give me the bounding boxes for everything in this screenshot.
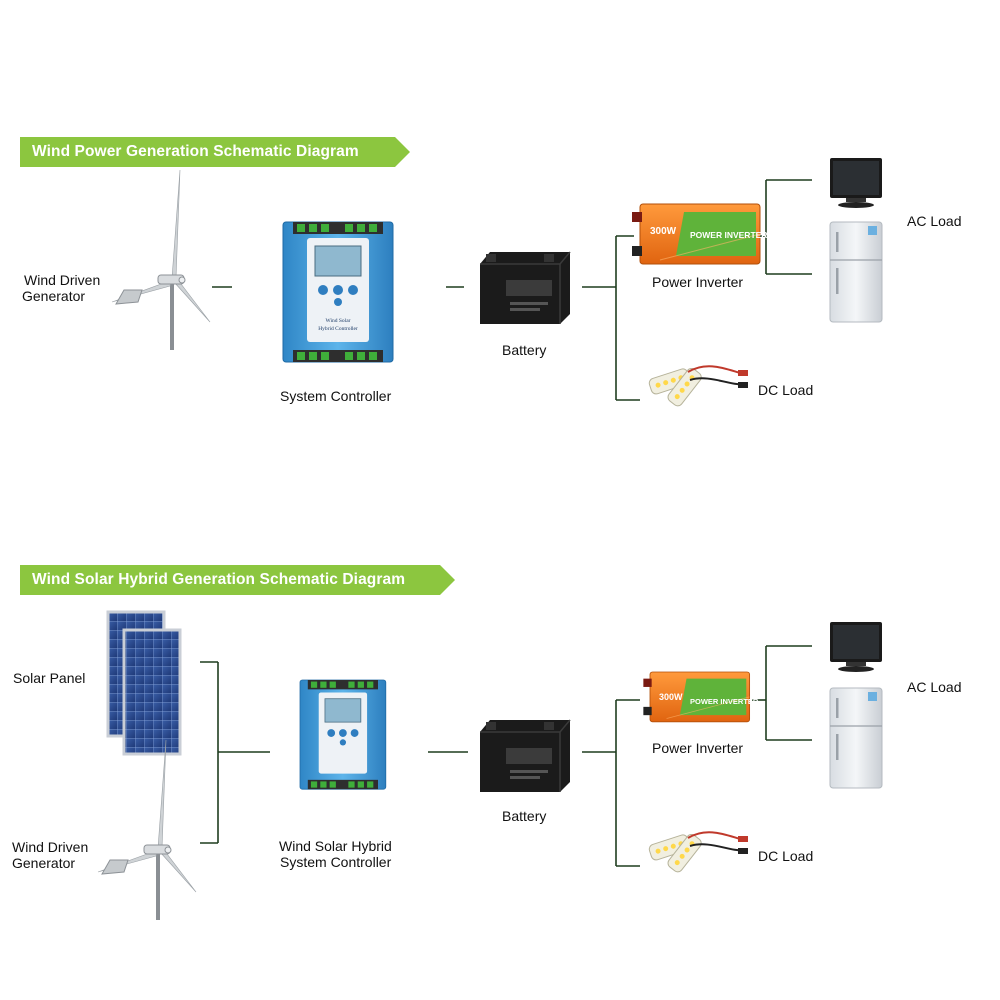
- ac-load-label: AC Load: [907, 213, 962, 229]
- wind-turbine-icon: [111, 169, 211, 351]
- hybrid-controller-icon: [299, 679, 387, 790]
- generator-label-line2: Generator: [22, 288, 86, 304]
- generator-label-line1: Wind Driven: [24, 272, 101, 288]
- refrigerator-icon: [829, 687, 883, 789]
- battery-icon: [479, 251, 571, 325]
- controller-label: System Controller: [280, 388, 392, 404]
- diagram1-title-banner-shape: [20, 137, 410, 167]
- controller-label-line1: Wind Solar Hybrid: [279, 838, 392, 854]
- inverter-name-text: POWER INVERTER: [690, 230, 767, 240]
- battery-to-loads-connector: [582, 699, 640, 867]
- generator-label-line1: Wind Driven: [12, 839, 89, 855]
- solar-panel-icon: [106, 610, 182, 756]
- battery-to-loads-connector: [582, 235, 640, 401]
- solar-panel-label: Solar Panel: [13, 670, 86, 686]
- controller-caption-text: Wind Solar: [326, 318, 351, 324]
- dc-load-label: DC Load: [758, 848, 814, 864]
- inverter-rating-text: 300W: [659, 692, 683, 702]
- wind-turbine-icon: [97, 739, 197, 921]
- inverter-name-text: POWER INVERTER: [690, 697, 759, 706]
- dc-lamps-icon: [647, 365, 749, 409]
- inverter-to-ac-load-connector: [752, 645, 812, 741]
- generator-label-line2: Generator: [12, 855, 76, 871]
- controller-caption-text: Hybrid Controller: [318, 326, 358, 332]
- dc-load-label: DC Load: [758, 382, 814, 398]
- refrigerator-icon: [829, 221, 883, 323]
- diagram2-title-banner-shape: [20, 565, 455, 595]
- system-controller-icon: [282, 221, 394, 363]
- sources-to-controller-connector: [200, 661, 270, 844]
- tv-icon: [830, 158, 882, 208]
- diagram2-title: Wind Solar Hybrid Generation Schematic D…: [32, 571, 406, 588]
- ac-load-label: AC Load: [907, 679, 962, 695]
- battery-label: Battery: [502, 342, 547, 358]
- tv-icon: [830, 622, 882, 672]
- inverter-label: Power Inverter: [652, 740, 744, 756]
- battery-icon: [479, 719, 571, 793]
- battery-label: Battery: [502, 808, 547, 824]
- dc-lamps-icon: [647, 831, 749, 875]
- controller-label-line2: System Controller: [280, 854, 392, 870]
- inverter-rating-text: 300W: [650, 226, 677, 237]
- diagram1-title: Wind Power Generation Schematic Diagram: [32, 143, 359, 160]
- inverter-label: Power Inverter: [652, 274, 744, 290]
- inverter-to-ac-load-connector: [760, 179, 812, 275]
